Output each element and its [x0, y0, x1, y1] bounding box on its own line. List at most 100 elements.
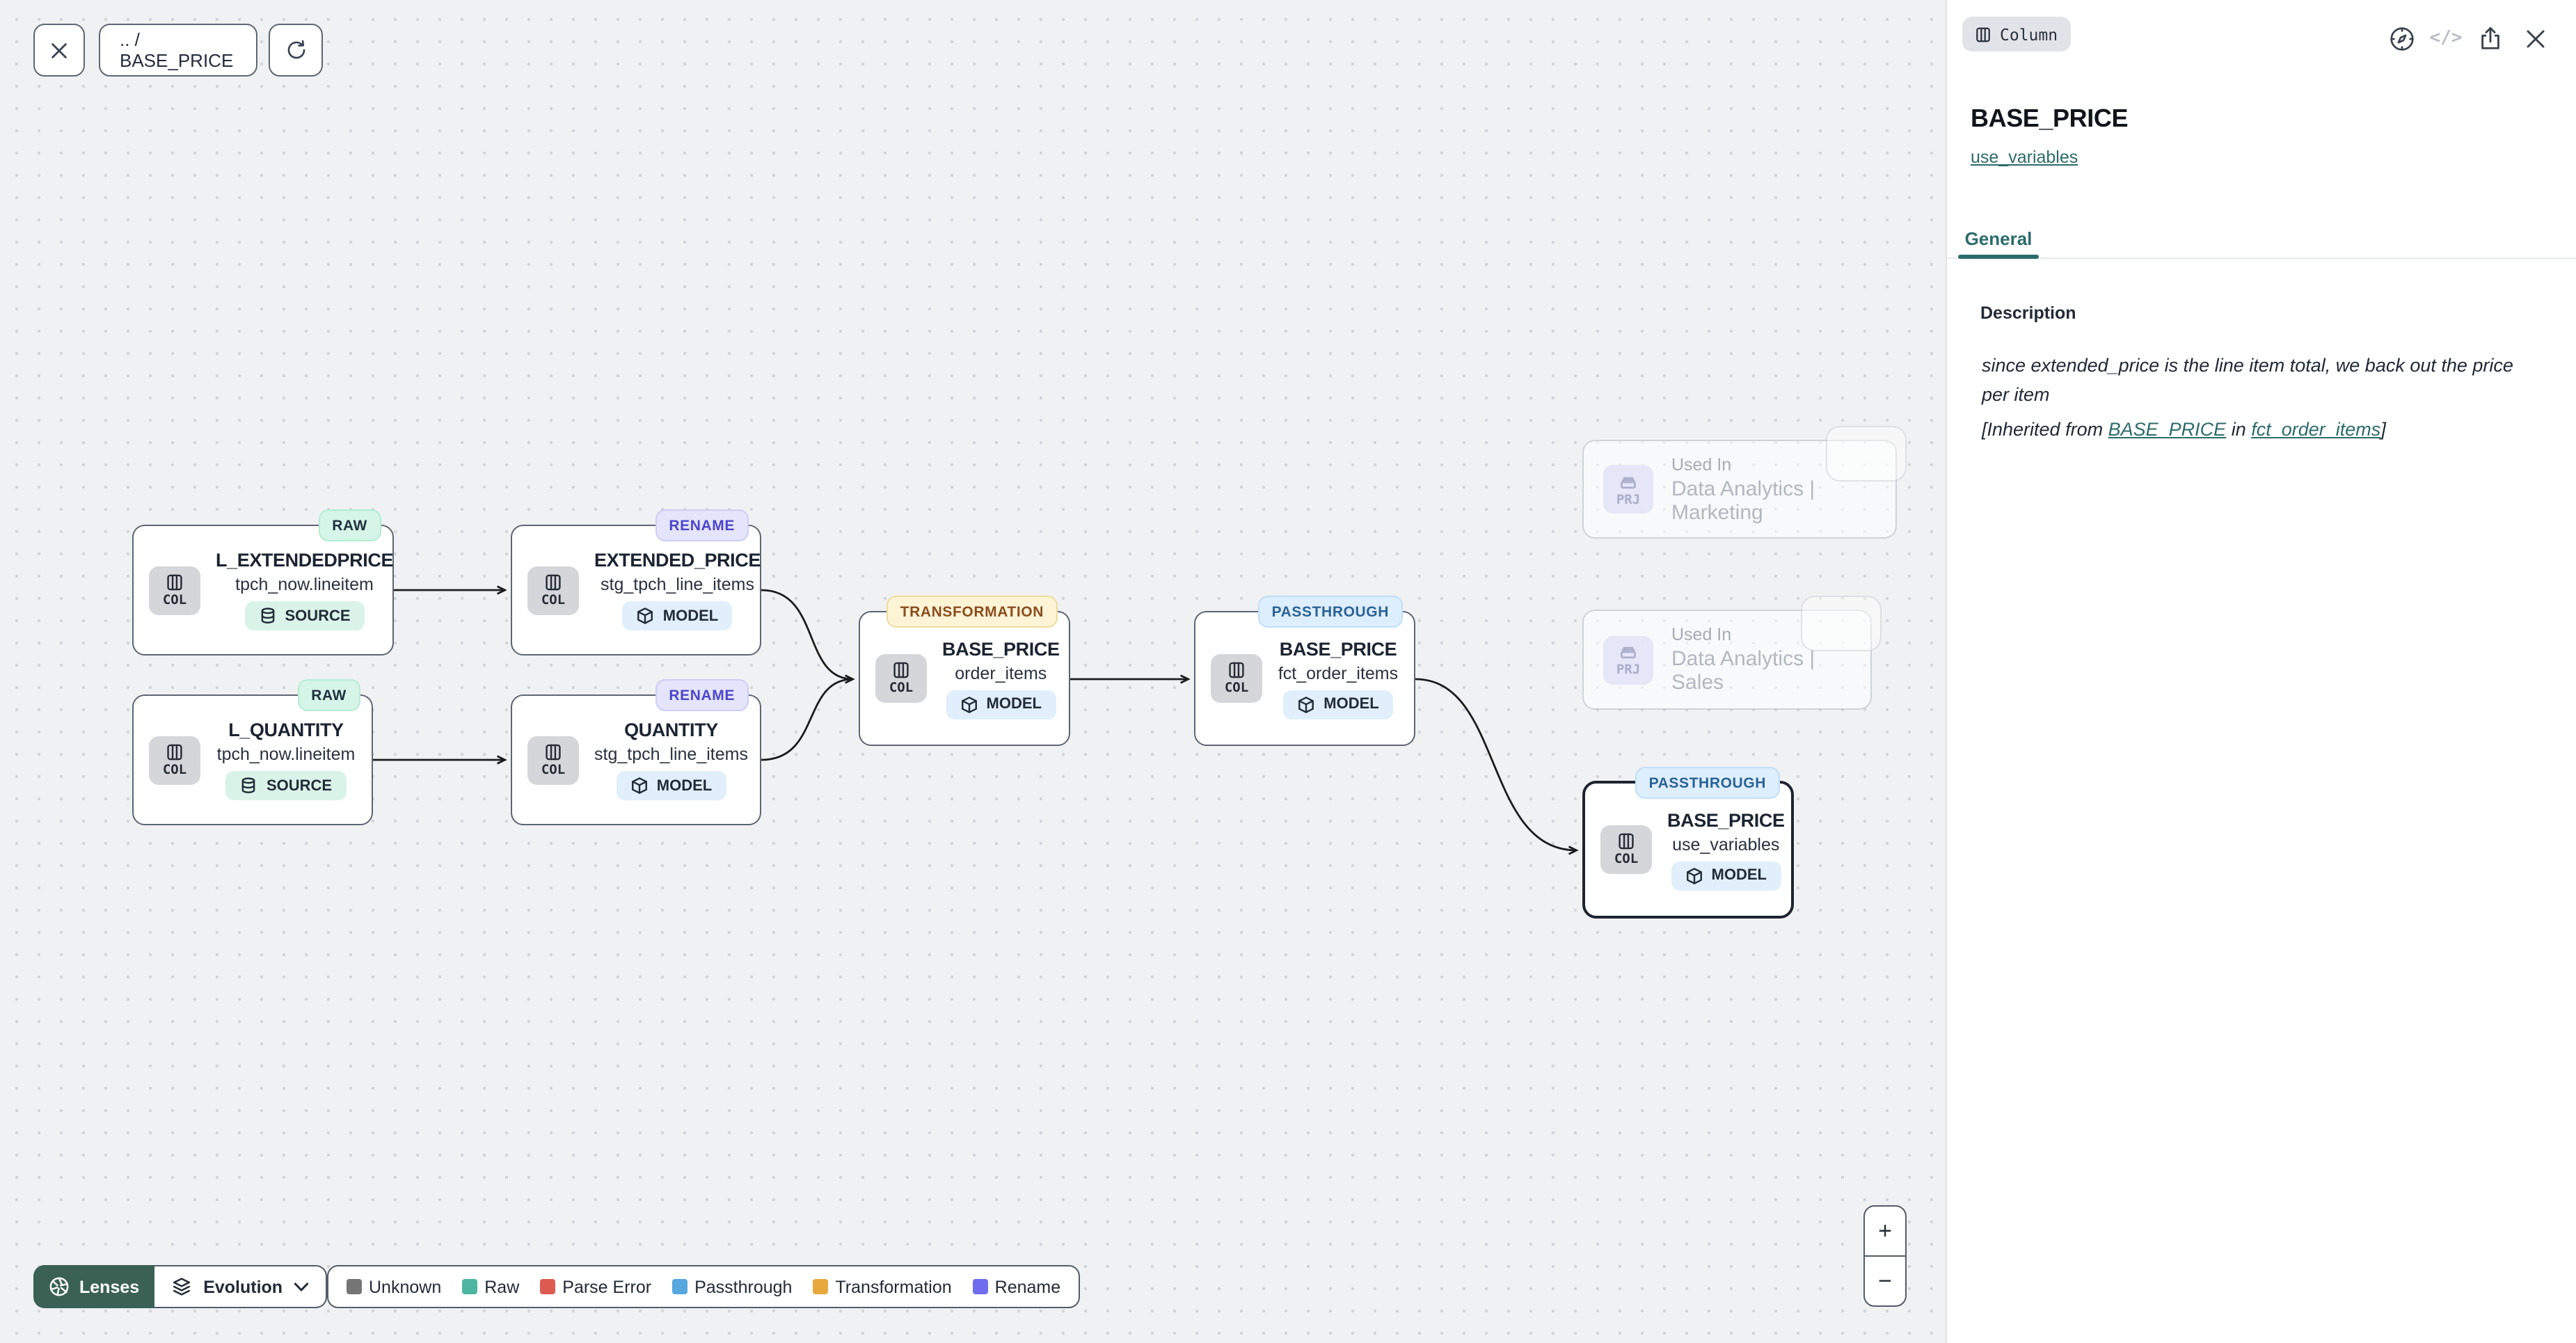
- tab-general[interactable]: General: [1964, 228, 2033, 249]
- legend-item-rename: Rename: [972, 1277, 1060, 1296]
- column-icon: COL: [1600, 825, 1652, 874]
- lenses-button[interactable]: Lenses: [33, 1265, 155, 1308]
- column-chip-label: COL: [1224, 681, 1249, 696]
- active-tab-indicator: [1958, 255, 2039, 259]
- column-icon: COL: [1211, 654, 1262, 703]
- legend-item-raw: Raw: [462, 1277, 519, 1296]
- lens-legend: Unknown Raw Parse Error Passthrough Tran…: [327, 1265, 1081, 1308]
- inherited-model-link[interactable]: fct_order_items: [2251, 419, 2381, 440]
- column-icon: COL: [527, 566, 579, 614]
- node-type-label: MODEL: [662, 607, 719, 624]
- used-in-label: Used In: [1671, 454, 1732, 474]
- node-subtitle: stg_tpch_line_items: [594, 745, 748, 764]
- column-chip-label: COL: [541, 592, 566, 607]
- node-subtitle: order_items: [955, 663, 1047, 683]
- close-panel-button[interactable]: [2520, 24, 2550, 53]
- legend-swatch: [462, 1279, 478, 1294]
- lens-badge-rename: RENAME: [655, 679, 749, 711]
- tab-divider: [1947, 257, 2576, 259]
- used-in-label: Used In: [1671, 625, 1732, 644]
- lens-badge-raw: RAW: [297, 679, 360, 711]
- lens-badge-raw: RAW: [318, 509, 381, 541]
- cube-icon: [1686, 867, 1702, 884]
- legend-swatch: [540, 1279, 556, 1294]
- column-chip-label: COL: [162, 762, 187, 777]
- lens-badge-passthrough: PASSTHROUGH: [1635, 767, 1780, 799]
- lineage-node-l-quantity[interactable]: RAW COL L_QUANTITY tpch_now.lineitem SOU…: [132, 679, 373, 825]
- source-type-badge: SOURCE: [225, 771, 347, 800]
- lineage-node-extended-price[interactable]: RENAME COL EXTENDED_PRICE stg_tpch_line_…: [511, 509, 761, 655]
- detail-panel: Column </> BASE_PRICE use_variables Gene…: [1946, 0, 2576, 1343]
- lens-badge-passthrough: PASSTHROUGH: [1257, 596, 1403, 628]
- description-heading: Description: [1980, 303, 2076, 323]
- breadcrumb[interactable]: .. / BASE_PRICE: [99, 24, 257, 77]
- zoom-out-button[interactable]: −: [1878, 1267, 1892, 1294]
- node-type-label: SOURCE: [266, 777, 333, 794]
- lineage-node-l-extendedprice[interactable]: RAW COL L_EXTENDEDPRICE tpch_now.lineite…: [132, 509, 394, 655]
- description-inherited: [Inherited from BASE_PRICE in fct_order_…: [1982, 419, 2386, 440]
- used-in-card-marketing[interactable]: PRJ Used In Data Analytics | Marketing: [1582, 426, 1907, 539]
- share-export-icon: [2481, 26, 2499, 49]
- column-icon: COL: [149, 736, 200, 784]
- node-subtitle: fct_order_items: [1278, 663, 1399, 683]
- model-type-badge: MODEL: [1283, 690, 1393, 719]
- export-button[interactable]: [2476, 24, 2505, 53]
- legend-item-parse-error: Parse Error: [540, 1277, 651, 1296]
- zoom-controls: + −: [1863, 1205, 1907, 1307]
- column-chip-label: COL: [1614, 852, 1639, 867]
- zoom-in-button[interactable]: +: [1865, 1207, 1905, 1257]
- lineage-node-quantity[interactable]: RENAME COL QUANTITY stg_tpch_line_items …: [511, 679, 761, 825]
- explore-button[interactable]: [2387, 24, 2416, 53]
- lineage-node-base-price-fct-order-items[interactable]: PASSTHROUGH COL BASE_PRICE fct_order_ite…: [1194, 596, 1415, 746]
- lenses-bar: Lenses Evolution: [33, 1265, 328, 1308]
- used-in-card-sales[interactable]: PRJ Used In Data Analytics | Sales: [1582, 596, 1882, 710]
- lens-dropdown[interactable]: Evolution: [154, 1265, 328, 1308]
- cube-icon: [637, 607, 653, 624]
- node-title: EXTENDED_PRICE: [594, 550, 761, 571]
- database-icon: [242, 777, 256, 793]
- project-chip-label: PRJ: [1616, 492, 1641, 507]
- model-link[interactable]: use_variables: [1971, 148, 2078, 167]
- model-type-badge: MODEL: [616, 771, 726, 800]
- column-icon: COL: [149, 566, 200, 614]
- breadcrumb-label: .. / BASE_PRICE: [120, 29, 234, 71]
- cube-icon: [961, 696, 977, 713]
- legend-item-unknown: Unknown: [347, 1277, 441, 1296]
- used-in-project: Data Analytics | Marketing: [1671, 477, 1815, 524]
- used-in-project: Data Analytics | Sales: [1671, 647, 1815, 694]
- entity-type-label: Column: [2000, 24, 2058, 44]
- lineage-node-base-price-order-items[interactable]: TRANSFORMATION COL BASE_PRICE order_item…: [859, 596, 1070, 746]
- column-icon: COL: [875, 654, 927, 703]
- layers-icon: [173, 1278, 191, 1296]
- lineage-node-base-price-use-variables[interactable]: PASSTHROUGH COL BASE_PRICE use_variables…: [1582, 767, 1794, 919]
- refresh-icon: [287, 40, 305, 59]
- legend-swatch: [972, 1279, 988, 1294]
- legend-item-passthrough: Passthrough: [672, 1277, 792, 1296]
- close-icon: [2526, 29, 2544, 47]
- project-chip-label: PRJ: [1616, 662, 1641, 678]
- cube-icon: [631, 777, 647, 794]
- lens-dropdown-value: Evolution: [203, 1277, 283, 1296]
- node-subtitle: use_variables: [1672, 834, 1780, 854]
- close-lineage-button[interactable]: [33, 24, 85, 77]
- panel-title: BASE_PRICE: [1971, 104, 2129, 132]
- column-chip-label: COL: [541, 762, 566, 777]
- code-icon: </>: [2429, 28, 2463, 49]
- inherited-column-link[interactable]: BASE_PRICE: [2108, 419, 2227, 440]
- close-icon: [51, 42, 67, 58]
- legend-item-transformation: Transformation: [813, 1277, 952, 1296]
- node-type-label: SOURCE: [285, 607, 351, 624]
- node-type-label: MODEL: [656, 777, 713, 794]
- node-title: QUANTITY: [624, 720, 718, 740]
- node-subtitle: stg_tpch_line_items: [601, 575, 754, 594]
- source-type-badge: SOURCE: [244, 601, 365, 630]
- cube-icon: [1298, 696, 1314, 713]
- column-chip-label: COL: [162, 592, 187, 607]
- column-icon: [1976, 26, 1990, 42]
- compass-icon: [2390, 26, 2413, 50]
- node-title: BASE_PRICE: [942, 638, 1060, 659]
- refresh-button[interactable]: [269, 24, 323, 77]
- legend-swatch: [347, 1279, 362, 1294]
